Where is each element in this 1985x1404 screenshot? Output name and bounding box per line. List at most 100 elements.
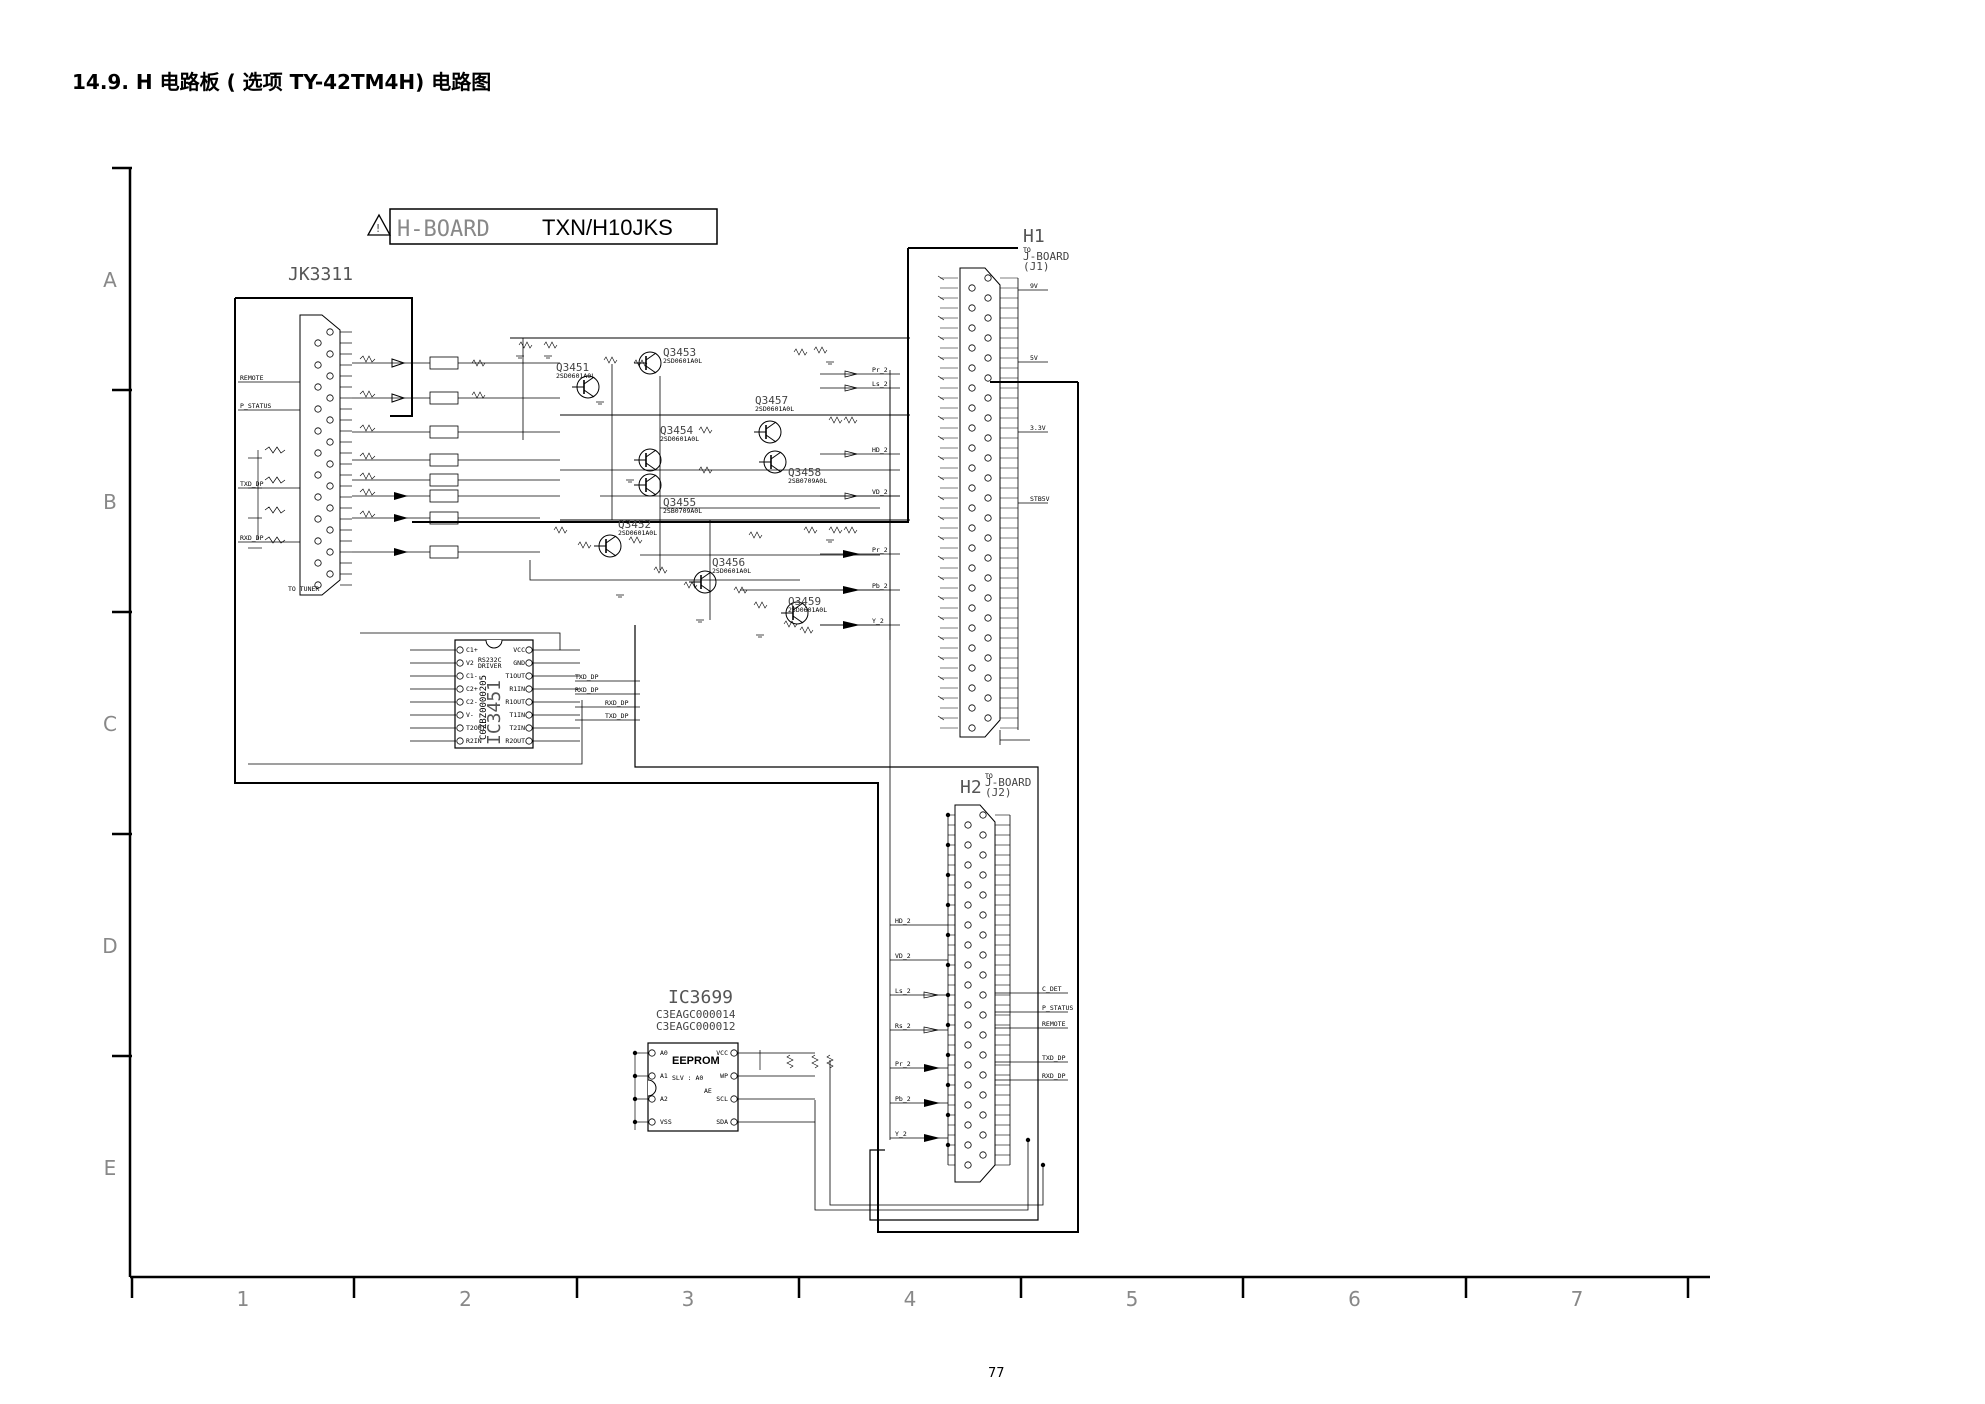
signal-label: REMOTE <box>1042 1020 1066 1028</box>
pin-circle <box>979 911 987 919</box>
resistor-symbol <box>811 1054 819 1069</box>
resistor-symbol <box>843 416 858 424</box>
pin-circle <box>968 284 976 292</box>
resistor-symbol <box>698 426 713 434</box>
resistor-symbol <box>603 356 618 364</box>
pin-circle <box>964 941 972 949</box>
transistor-emitter <box>645 462 657 471</box>
column-number: 2 <box>459 1287 472 1311</box>
pin-stub <box>937 715 945 721</box>
pin-circle <box>968 564 976 572</box>
pin-circle <box>964 981 972 989</box>
pin-circle <box>648 1049 656 1057</box>
transistor-emitter <box>645 487 657 496</box>
transistor-ref: Q3451 <box>556 361 589 374</box>
resistor-symbol <box>753 601 768 609</box>
pin-circle <box>979 1151 987 1159</box>
resistor-symbol <box>793 348 808 356</box>
pin-circle <box>984 434 992 442</box>
wire <box>360 632 561 650</box>
transistor-part: 2SD0601A0L <box>663 357 702 365</box>
h2-body <box>954 804 996 1183</box>
ic-pin-label: A0 <box>660 1049 668 1057</box>
pin-circle <box>984 334 992 342</box>
signal-arrow-icon <box>844 384 858 392</box>
ic-pin-label: T2IN <box>509 724 525 732</box>
outer-bus <box>234 298 1079 1233</box>
signal-label: Ls_2 <box>895 987 911 995</box>
signal-label: RXD_DP <box>1042 1072 1066 1080</box>
pin-stub <box>937 375 945 381</box>
pin-circle <box>979 1071 987 1079</box>
board-model: TXN/H10JKS <box>542 215 673 240</box>
resistor-symbol <box>359 452 376 460</box>
pin-stub <box>937 335 945 341</box>
resistor-symbol <box>359 472 376 480</box>
wire <box>829 1060 1044 1206</box>
jk3311-body <box>299 314 341 596</box>
resistor-symbol <box>826 1054 834 1069</box>
transistor-ref: Q3456 <box>712 556 745 569</box>
pin-circle <box>968 704 976 712</box>
ic-pin-label: C1- <box>466 672 478 680</box>
transistor-ref: Q3453 <box>663 346 696 359</box>
pin-circle <box>314 383 322 391</box>
column-number: 6 <box>1348 1287 1361 1311</box>
pin-stub <box>937 555 945 561</box>
outer-bus <box>412 248 909 523</box>
wire <box>248 700 583 765</box>
resistor-symbol <box>683 581 698 589</box>
pin-circle <box>984 714 992 722</box>
h2-label: H2 <box>960 777 982 798</box>
ic-pin-label: C1+ <box>466 646 478 654</box>
pin-circle <box>979 1091 987 1099</box>
pin-circle <box>984 354 992 362</box>
pin-circle <box>979 1011 987 1019</box>
pin-stub <box>937 475 945 481</box>
pin-circle <box>648 1118 656 1126</box>
pin-circle <box>968 324 976 332</box>
resistor-symbol <box>653 566 668 574</box>
signal-label: Pr_2 <box>895 1060 911 1068</box>
pin-circle <box>984 394 992 402</box>
transistor-collector <box>645 352 657 361</box>
transistor-emitter <box>770 464 782 473</box>
transistor-collector <box>770 451 782 460</box>
pin-circle <box>984 414 992 422</box>
pin-circle <box>968 384 976 392</box>
pin-circle <box>456 659 464 667</box>
pin-circle <box>964 1041 972 1049</box>
pin-circle <box>964 841 972 849</box>
pin-stub <box>937 615 945 621</box>
transistor-emitter <box>765 434 777 443</box>
wiring <box>234 247 1079 1233</box>
ic-pin-label: VSS <box>660 1118 672 1126</box>
pin-circle <box>964 921 972 929</box>
ic3699-ref: IC3699 <box>668 987 733 1008</box>
pin-circle <box>730 1072 738 1080</box>
pin-circle <box>968 544 976 552</box>
pin-circle <box>979 891 987 899</box>
column-number: 1 <box>237 1287 250 1311</box>
pin-circle <box>968 344 976 352</box>
row-letter: E <box>104 1156 117 1180</box>
pin-circle <box>979 991 987 999</box>
ic-pin-label: VCC <box>513 646 525 654</box>
resistor-symbol <box>264 446 286 454</box>
ic3451-func: DRIVER <box>478 662 502 670</box>
signal-label: RXD_DP <box>240 534 264 542</box>
junction-dot <box>945 1022 951 1028</box>
signal-label: Y_2 <box>895 1130 907 1138</box>
signal-label: Rs_2 <box>895 1022 911 1030</box>
resistor-symbol <box>471 359 486 367</box>
pin-circle <box>314 515 322 523</box>
pin-circle <box>326 570 334 578</box>
resistor-symbol <box>628 536 643 544</box>
signal-arrow-icon <box>844 370 858 378</box>
pin-circle <box>456 737 464 745</box>
h1-label: H1 <box>1023 226 1045 247</box>
pin-stub <box>937 535 945 541</box>
signal-label: VD_2 <box>872 488 888 496</box>
pin-circle <box>730 1118 738 1126</box>
ic3699-addr: SLV : A0 <box>672 1074 703 1082</box>
